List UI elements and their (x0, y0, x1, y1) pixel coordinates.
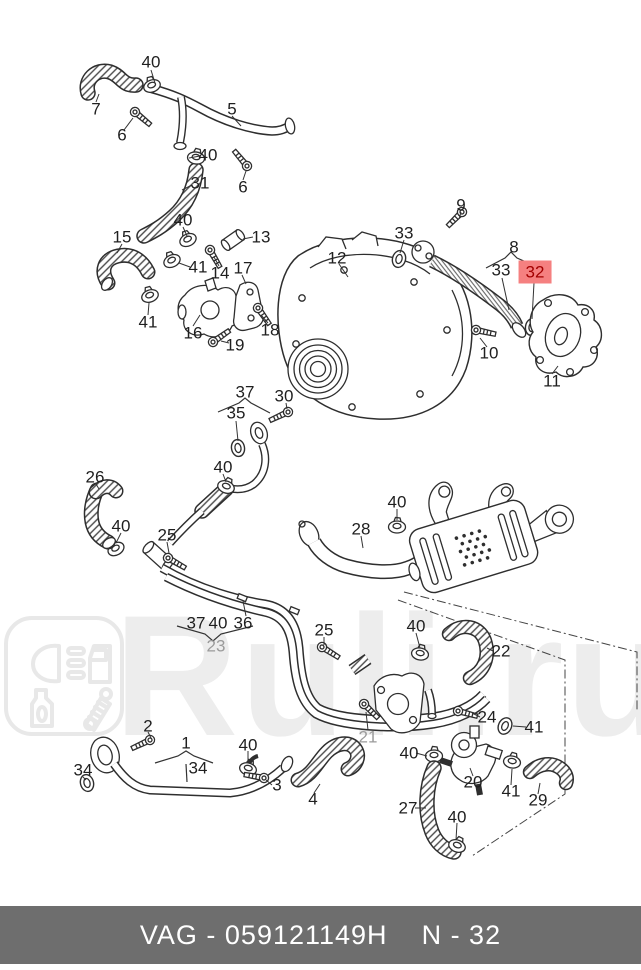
footer-page-number: N - 32 (421, 919, 502, 950)
part-callout-40[interactable]: 40 (447, 807, 467, 827)
housing-11 (528, 294, 603, 378)
coolant-pipes-23 (159, 564, 491, 732)
part-callout-40[interactable]: 40 (213, 457, 233, 477)
watermark-text: Ruli.ru (114, 580, 641, 772)
part-callout-40[interactable]: 40 (387, 492, 407, 512)
part-callout-21[interactable]: 21 (358, 727, 378, 747)
water-pipe-1 (90, 736, 294, 798)
valve-20 (439, 725, 504, 796)
part-callout-28[interactable]: 28 (351, 519, 371, 539)
footer-part-number: VAG - 059121149H (139, 919, 388, 950)
headlight-icon (31, 643, 86, 684)
footer-bar: VAG - 059121149H N - 32 (0, 906, 641, 964)
part-callout-41[interactable]: 41 (501, 781, 521, 801)
part-callout-25[interactable]: 25 (157, 525, 177, 545)
fitting-13 (220, 228, 246, 252)
part-callout-34[interactable]: 34 (188, 758, 208, 778)
part-callout-25[interactable]: 25 (314, 620, 334, 640)
part-callout-24[interactable]: 24 (477, 707, 497, 727)
part-callout-3[interactable]: 3 (272, 775, 282, 795)
bracket-plate (373, 672, 425, 734)
part-callout-40[interactable]: 40 (208, 613, 228, 633)
leader-lines (82, 69, 559, 841)
part-callout-13[interactable]: 13 (251, 227, 271, 247)
part-callout-29[interactable]: 29 (528, 790, 548, 810)
part-callout-26[interactable]: 26 (85, 467, 105, 487)
part-callout-41[interactable]: 41 (138, 312, 158, 332)
shock-absorber-icon (83, 687, 113, 732)
part-callout-2[interactable]: 2 (143, 716, 153, 736)
part-callout-16[interactable]: 16 (183, 323, 203, 343)
egr-cooler (408, 481, 575, 594)
part-callout-40[interactable]: 40 (238, 735, 258, 755)
part-callout-30[interactable]: 30 (274, 386, 294, 406)
part-callout-40[interactable]: 40 (399, 743, 419, 763)
hose-26 (83, 479, 124, 550)
part-callout-31[interactable]: 31 (190, 173, 210, 193)
part-callout-9[interactable]: 9 (456, 195, 466, 215)
part-callout-23[interactable]: 23 (206, 636, 226, 656)
part-callout-33[interactable]: 33 (491, 260, 511, 280)
part-callout-17[interactable]: 17 (233, 258, 253, 278)
part-callout-5[interactable]: 5 (227, 99, 237, 119)
flange-37 (249, 421, 269, 445)
part-callout-40[interactable]: 40 (111, 516, 131, 536)
part-callout-37[interactable]: 37 (186, 613, 206, 633)
part-callout-34[interactable]: 34 (73, 760, 93, 780)
part-callout-12[interactable]: 12 (327, 248, 347, 268)
part-callout-41[interactable]: 41 (188, 257, 208, 277)
part-callout-6[interactable]: 6 (238, 177, 248, 197)
part-callout-32[interactable]: 32 (518, 260, 552, 284)
part-callout-40[interactable]: 40 (406, 616, 426, 636)
alternator-12 (277, 231, 473, 420)
part-callout-36[interactable]: 36 (233, 613, 253, 633)
bracket-17 (232, 281, 265, 332)
banjo-fitting (411, 240, 435, 264)
part-callout-4[interactable]: 4 (308, 789, 318, 809)
part-callout-35[interactable]: 35 (226, 403, 246, 423)
part-callout-6[interactable]: 6 (117, 125, 127, 145)
part-callout-14[interactable]: 14 (210, 263, 230, 283)
part-callout-7[interactable]: 7 (91, 99, 101, 119)
part-callout-20[interactable]: 20 (463, 772, 483, 792)
part-callout-18[interactable]: 18 (260, 320, 280, 340)
part-callout-22[interactable]: 22 (491, 641, 511, 661)
part-callout-11[interactable]: 11 (543, 371, 561, 391)
part-callout-19[interactable]: 19 (225, 335, 245, 355)
oil-canister-icon (30, 688, 54, 728)
part-callout-33[interactable]: 33 (394, 223, 414, 243)
part-callout-40[interactable]: 40 (198, 145, 218, 165)
part-callout-8[interactable]: 8 (509, 237, 519, 257)
diagram-artwork (77, 63, 638, 860)
part-callout-37[interactable]: 37 (235, 382, 255, 402)
part-callout-40[interactable]: 40 (141, 52, 161, 72)
diagram-canvas (77, 63, 638, 860)
car-door-icon (88, 644, 112, 684)
logo-frame (4, 616, 124, 736)
part-callout-40[interactable]: 40 (173, 210, 193, 230)
part-callout-41[interactable]: 41 (524, 717, 544, 737)
part-callout-27[interactable]: 27 (398, 798, 418, 818)
watermark-logo (2, 614, 126, 743)
part-callout-15[interactable]: 15 (112, 227, 132, 247)
part-callout-1[interactable]: 1 (181, 733, 191, 753)
part-callout-10[interactable]: 10 (479, 343, 499, 363)
